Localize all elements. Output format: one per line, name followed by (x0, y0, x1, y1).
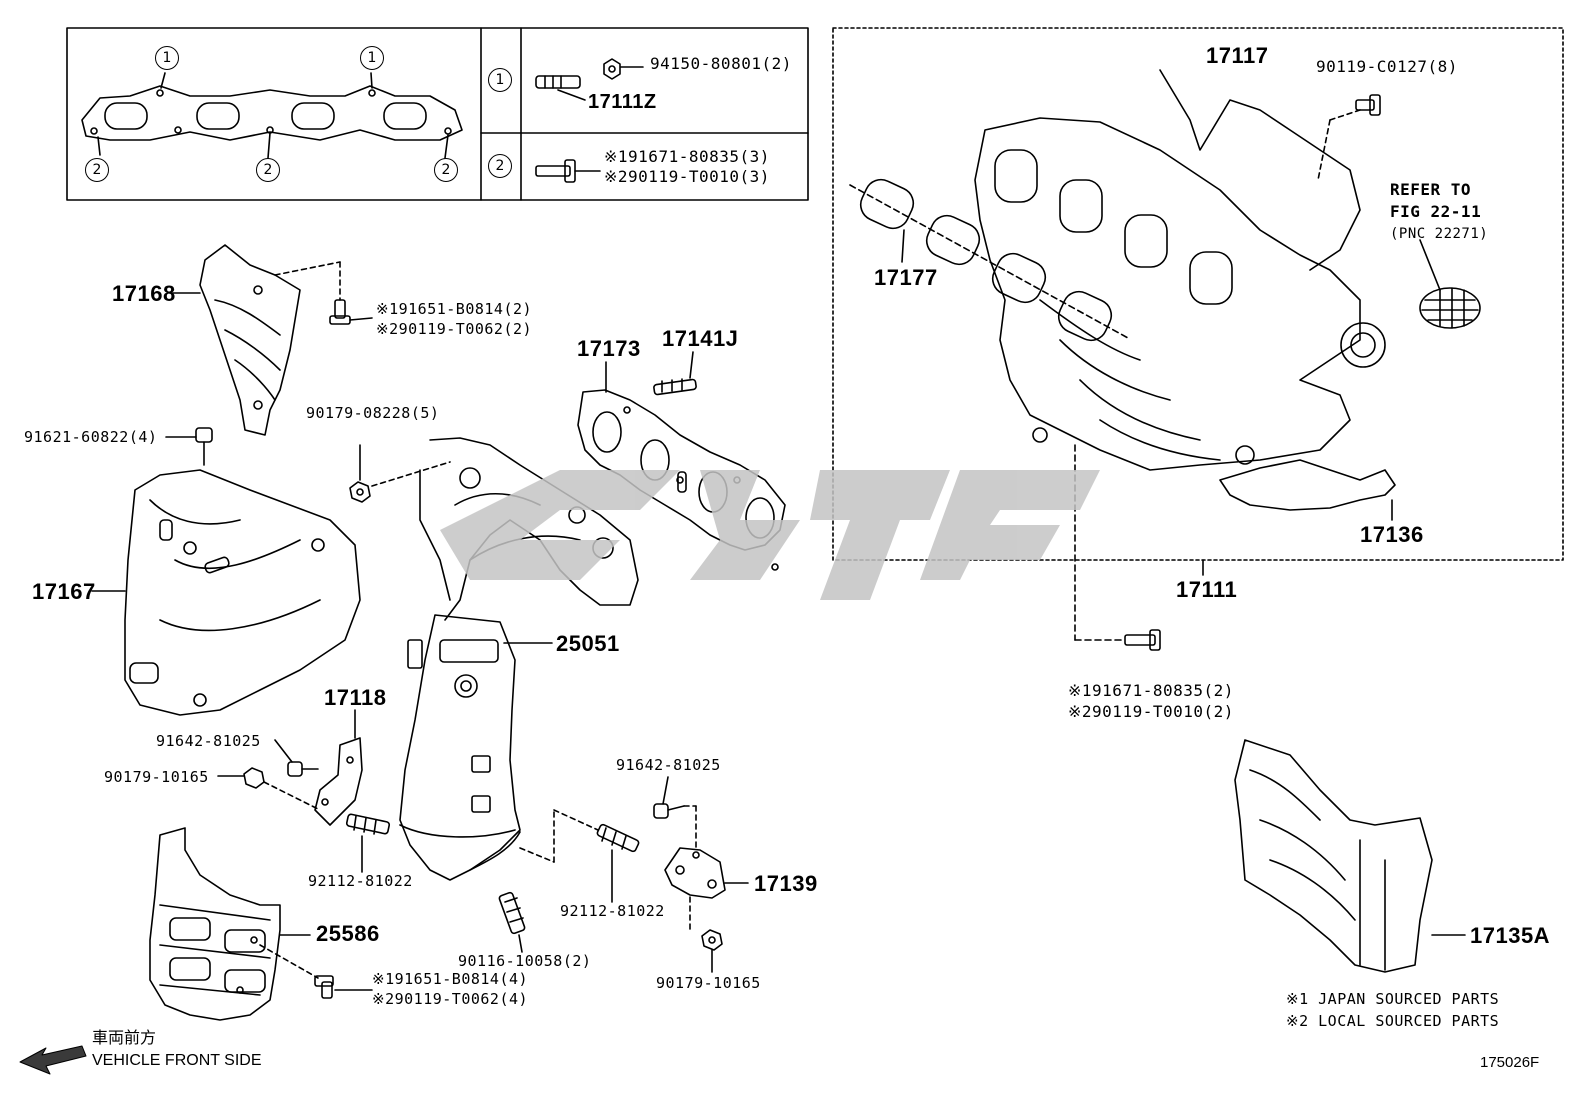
marker-circle-2a: 2 (85, 158, 109, 182)
label-90179-10165-right: 90179-10165 (656, 974, 761, 992)
stud-90116-drawing (498, 891, 526, 935)
insulator-17136-drawing (1219, 459, 1396, 511)
stud-92112-left-drawing (345, 813, 391, 835)
vehicle-front-arrow-icon (19, 1045, 87, 1075)
label-25586: 25586 (316, 921, 380, 946)
label-17139: 17139 (754, 871, 818, 896)
nut-90179-10165-right-drawing (701, 929, 723, 951)
label-row2-fastener-b: ※290119-T0010(3) (604, 167, 770, 186)
label-17111: 17111 (1176, 577, 1238, 602)
bolt-91621-drawing (195, 427, 213, 466)
figure-id: 175026F (1480, 1054, 1540, 1071)
legend-row1-marker: 1 (488, 68, 512, 92)
label-17118: 17118 (324, 685, 387, 710)
bracket-17139-drawing (664, 847, 726, 899)
label-90179-10165-left: 90179-10165 (104, 768, 209, 786)
legend-box-frame (66, 27, 809, 201)
stud-17141j-drawing (653, 378, 697, 396)
marker-circle-2b: 2 (256, 158, 280, 182)
marker-circle-1b: 1 (360, 46, 384, 70)
refer-line-3: (PNC 22271) (1390, 226, 1489, 242)
insulator-25586-drawing (149, 827, 281, 1021)
label-90116-10058: 90116-10058(2) (458, 952, 592, 970)
bolt-91642-left-drawing (287, 761, 319, 777)
intake-manifold-drawing (974, 69, 1386, 471)
label-191651-b0814-4: ※191651-B0814(4) (372, 970, 529, 988)
label-290119-t0062-2: ※290119-T0062(2) (376, 320, 533, 338)
stud-17111z-drawing (535, 75, 581, 89)
label-290119-t0062-4: ※290119-T0062(4) (372, 990, 529, 1008)
label-290119-t0010-2: ※290119-T0010(2) (1068, 702, 1234, 721)
note-local-sourced: ※2 LOCAL SOURCED PARTS (1286, 1012, 1500, 1030)
throttle-mesh-drawing (1419, 287, 1481, 329)
marker-circle-1a: 1 (155, 46, 179, 70)
bolt-191651-b0814-bottom-drawing (314, 975, 334, 999)
label-91621-60822: 91621-60822(4) (24, 428, 158, 446)
label-94150-80801: 94150-80801(2) (650, 54, 792, 73)
bolt-191651-b0814-top-drawing (329, 299, 351, 325)
label-92112-81022-right: 92112-81022 (560, 902, 665, 920)
label-17135a: 17135A (1470, 923, 1551, 948)
vehicle-front-jp-label: 車両前方 (92, 1030, 157, 1047)
refer-line-1: REFER TO (1390, 180, 1472, 199)
label-17173: 17173 (577, 336, 641, 361)
note-japan-sourced: ※1 JAPAN SOURCED PARTS (1286, 990, 1500, 1008)
bolt-90119-c0127-drawing (1355, 94, 1381, 116)
label-191651-b0814-2: ※191651-B0814(2) (376, 300, 533, 318)
label-17141j: 17141J (662, 326, 739, 351)
refer-line-2: FIG 22-11 (1390, 202, 1482, 221)
marker-circle-2c: 2 (434, 158, 458, 182)
watermark-logo (440, 470, 1100, 600)
label-191671-80835-2: ※191671-80835(2) (1068, 681, 1234, 700)
label-91642-81025-left: 91642-81025 (156, 732, 261, 750)
bolt-191671-80835-drawing (1124, 629, 1161, 651)
label-90119-c0127: 90119-C0127(8) (1316, 57, 1458, 76)
stud-92112-right-drawing (596, 823, 640, 853)
label-25051: 25051 (556, 631, 620, 656)
label-17177: 17177 (874, 265, 938, 290)
insulator-17167-drawing (124, 469, 361, 716)
intake-box-frame (832, 27, 1564, 561)
legend-row2-marker: 2 (488, 154, 512, 178)
exhaust-gasket-drawing (81, 85, 463, 141)
label-row2-fastener-a: ※191671-80835(3) (604, 147, 770, 166)
label-17167: 17167 (32, 579, 96, 604)
vehicle-front-en-label: VEHICLE FRONT SIDE (92, 1052, 262, 1069)
label-90179-08228: 90179-08228(5) (306, 404, 440, 422)
label-92112-81022-left: 92112-81022 (308, 872, 413, 890)
nut-90179-08228-drawing (349, 481, 371, 503)
label-91642-81025-right: 91642-81025 (616, 756, 721, 774)
nut-90179-10165-left-drawing (243, 767, 265, 789)
bracket-17118-drawing (314, 737, 363, 826)
label-17168: 17168 (112, 281, 176, 306)
label-17111z: 17111Z (588, 91, 657, 113)
insulator-17168-drawing (199, 244, 301, 436)
label-17136: 17136 (1360, 522, 1424, 547)
nut-94150-drawing (603, 58, 621, 80)
bolt-191671-drawing (535, 159, 601, 183)
insulator-17135a-drawing (1234, 739, 1433, 973)
label-17117: 17117 (1206, 43, 1269, 68)
bolt-91642-right-drawing (653, 803, 685, 819)
